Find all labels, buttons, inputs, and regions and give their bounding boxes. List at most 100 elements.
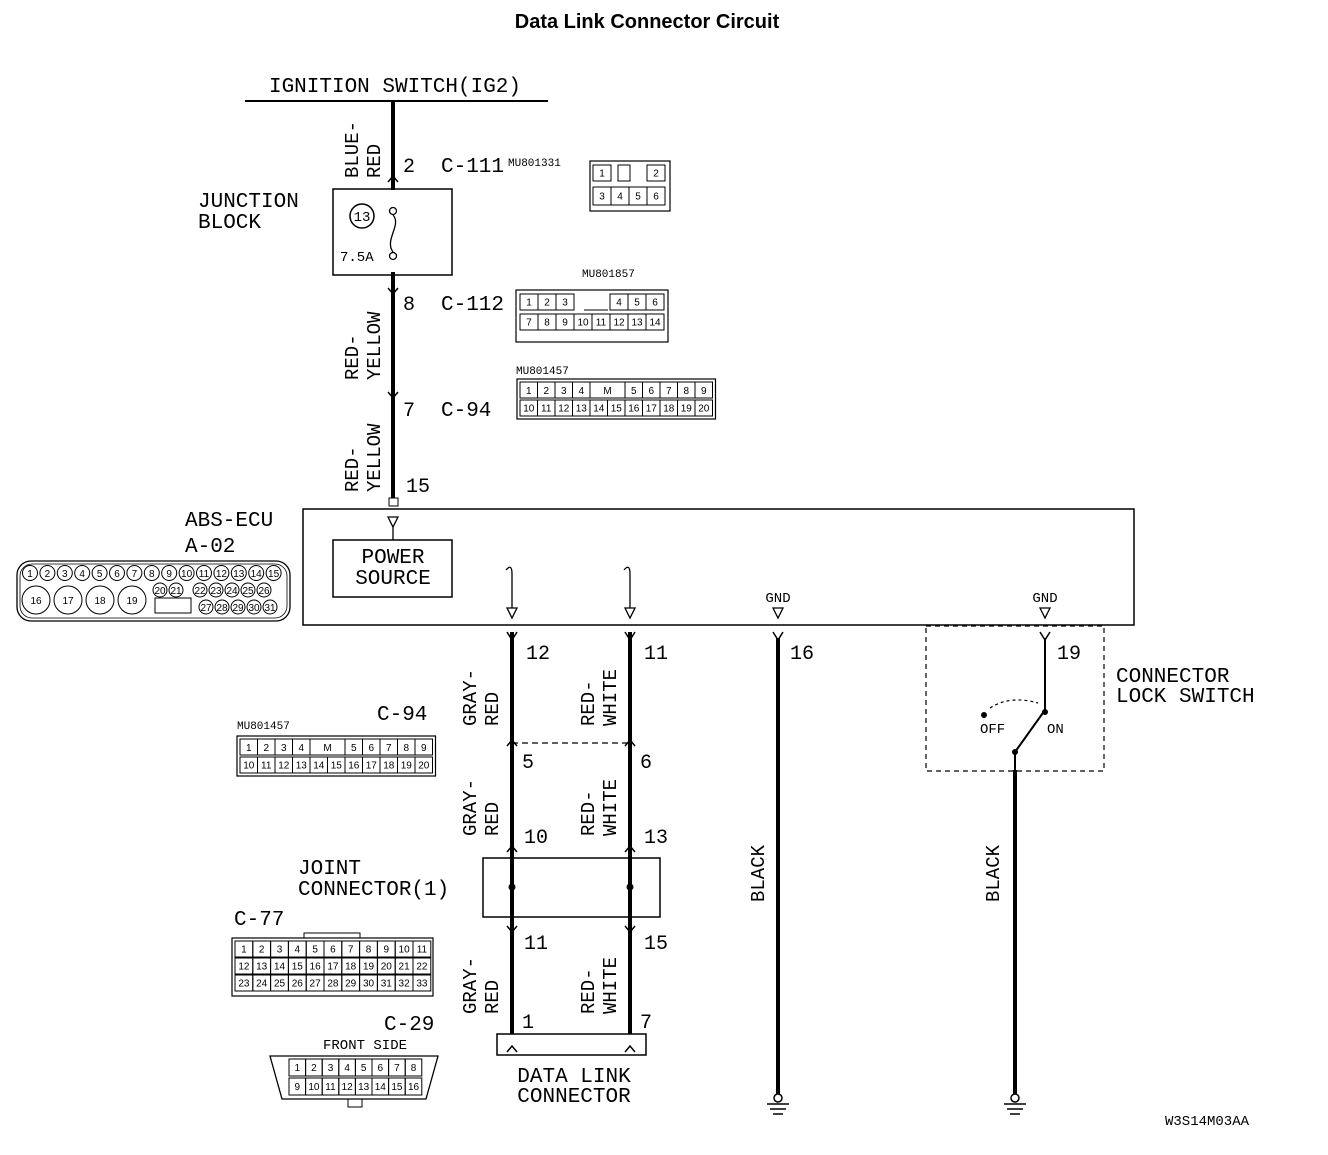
joint-node-gray-red <box>508 883 516 891</box>
pin-8: 8 <box>403 294 415 317</box>
pin-cell-label: 20 <box>418 761 430 772</box>
pin-cell-label: 12 <box>238 962 250 973</box>
joint-connector-label-1: JOINT <box>298 858 361 881</box>
svg-text:3: 3 <box>281 743 287 754</box>
ecu-internal-lines <box>505 566 1052 620</box>
pin-11: 11 <box>644 643 668 666</box>
svg-text:29: 29 <box>232 603 244 614</box>
junction-block-label-1: JUNCTION <box>198 191 299 214</box>
pin-cell-label: 19 <box>401 761 413 772</box>
pin-cell-label: 10 <box>577 318 589 329</box>
power-source-label-2: SOURCE <box>355 568 431 591</box>
svg-text:5: 5 <box>97 569 103 580</box>
svg-text:2: 2 <box>45 569 51 580</box>
pin-cell-label: 16 <box>310 962 322 973</box>
pin-cell-label: 6 <box>378 1063 384 1074</box>
lock-switch-on: ON <box>1047 722 1064 738</box>
ground-icon <box>1004 1093 1026 1115</box>
pin-cell <box>592 164 612 182</box>
pin-cell-label: 11 <box>541 404 552 415</box>
svg-text:4: 4 <box>578 386 584 397</box>
data-link-connector-box <box>496 1033 647 1056</box>
lock-switch-label-2: LOCK SWITCH <box>1116 686 1255 709</box>
pin-cell-label: 33 <box>416 979 428 990</box>
svg-text:1: 1 <box>526 386 532 397</box>
svg-text:2: 2 <box>543 386 549 397</box>
svg-text:9: 9 <box>421 743 427 754</box>
pin-cell-label: 30 <box>363 979 375 990</box>
pin-cell-label: 2 <box>544 298 550 309</box>
svg-text:20: 20 <box>154 586 166 597</box>
pin-cell <box>646 186 666 206</box>
svg-text:6: 6 <box>114 569 120 580</box>
pin-cell-label: 6 <box>653 192 659 203</box>
pin-cell <box>555 293 575 311</box>
lock-switch-icon <box>981 699 1048 770</box>
pin-cell-label: 9 <box>384 945 390 956</box>
svg-text:23: 23 <box>210 586 222 597</box>
pin-cell <box>412 957 432 975</box>
svg-text:1: 1 <box>27 569 33 580</box>
svg-text:3: 3 <box>561 386 567 397</box>
svg-text:6: 6 <box>368 743 374 754</box>
wire-label-gray-red-b1: GRAY- <box>460 779 482 836</box>
pin-cell-label: 7 <box>526 318 532 329</box>
pin-cell-label: 10 <box>523 404 535 415</box>
svg-text:8: 8 <box>149 569 155 580</box>
pin-cell-label: 32 <box>399 979 411 990</box>
ecu-name: ABS-ECU <box>185 510 273 533</box>
pin-10: 10 <box>524 827 548 850</box>
pin-cell-label: 5 <box>312 945 318 956</box>
svg-text:16: 16 <box>30 596 42 607</box>
pin-cell-label: 26 <box>292 979 304 990</box>
svg-text:9: 9 <box>701 386 707 397</box>
svg-text:25: 25 <box>242 586 254 597</box>
pin-19: 19 <box>1057 643 1081 666</box>
pin-cell-label: 11 <box>417 945 428 956</box>
pin-cell-label: 3 <box>277 945 283 956</box>
wire-label-gray-red-a1: GRAY- <box>460 669 482 726</box>
pin-cell-label: 4 <box>344 1063 350 1074</box>
pin-cell-label: 28 <box>327 979 339 990</box>
wire-label-blue-red-1: BLUE- <box>342 121 364 178</box>
svg-text:27: 27 <box>200 603 212 614</box>
wire-label-red-white-b2: WHITE <box>600 779 622 836</box>
pin-cell-label: 27 <box>310 979 322 990</box>
svg-text:24: 24 <box>226 586 238 597</box>
fuse-number-circle <box>349 203 375 229</box>
wire-label-blue-red-2: RED <box>364 144 386 178</box>
lock-switch-label-1: CONNECTOR <box>1116 666 1230 689</box>
pin-cell-label: 16 <box>628 404 640 415</box>
lock-switch-off: OFF <box>980 722 1005 738</box>
ground-icon <box>767 1093 789 1115</box>
junction-block-box <box>332 188 453 276</box>
svg-text:28: 28 <box>216 603 228 614</box>
wire-label-red-white-b1: RED- <box>578 790 600 836</box>
pin-cell <box>694 399 713 417</box>
pin-cell-label: 15 <box>292 962 304 973</box>
svg-text:M: M <box>323 743 331 754</box>
c111-part-number: MU801331 <box>508 158 561 170</box>
wire-label-gray-red-a2: RED <box>482 692 504 726</box>
pin-cell-label: 11 <box>261 761 272 772</box>
svg-text:8: 8 <box>403 743 409 754</box>
junction-block-label-2: BLOCK <box>198 212 261 235</box>
dlc-label-2: CONNECTOR <box>517 1086 631 1109</box>
pin-cell <box>404 1077 423 1096</box>
svg-text:13: 13 <box>233 569 245 580</box>
pin-cell-label: 13 <box>576 404 588 415</box>
svg-text:2: 2 <box>263 743 269 754</box>
pin-cell-label: 6 <box>652 298 658 309</box>
pin-cell-label: 17 <box>327 962 339 973</box>
svg-text:6: 6 <box>648 386 654 397</box>
svg-text:9: 9 <box>166 569 172 580</box>
pin-cell-label: 5 <box>635 192 641 203</box>
pin-cell-label: 31 <box>381 979 393 990</box>
pin-cell-label: 14 <box>375 1082 387 1093</box>
svg-text:17: 17 <box>62 596 74 607</box>
wire-label-red-yellow-b1: RED- <box>342 446 364 492</box>
connector-c111-label: C-111 <box>441 156 504 179</box>
pin-2: 2 <box>403 156 415 179</box>
svg-text:30: 30 <box>248 603 260 614</box>
